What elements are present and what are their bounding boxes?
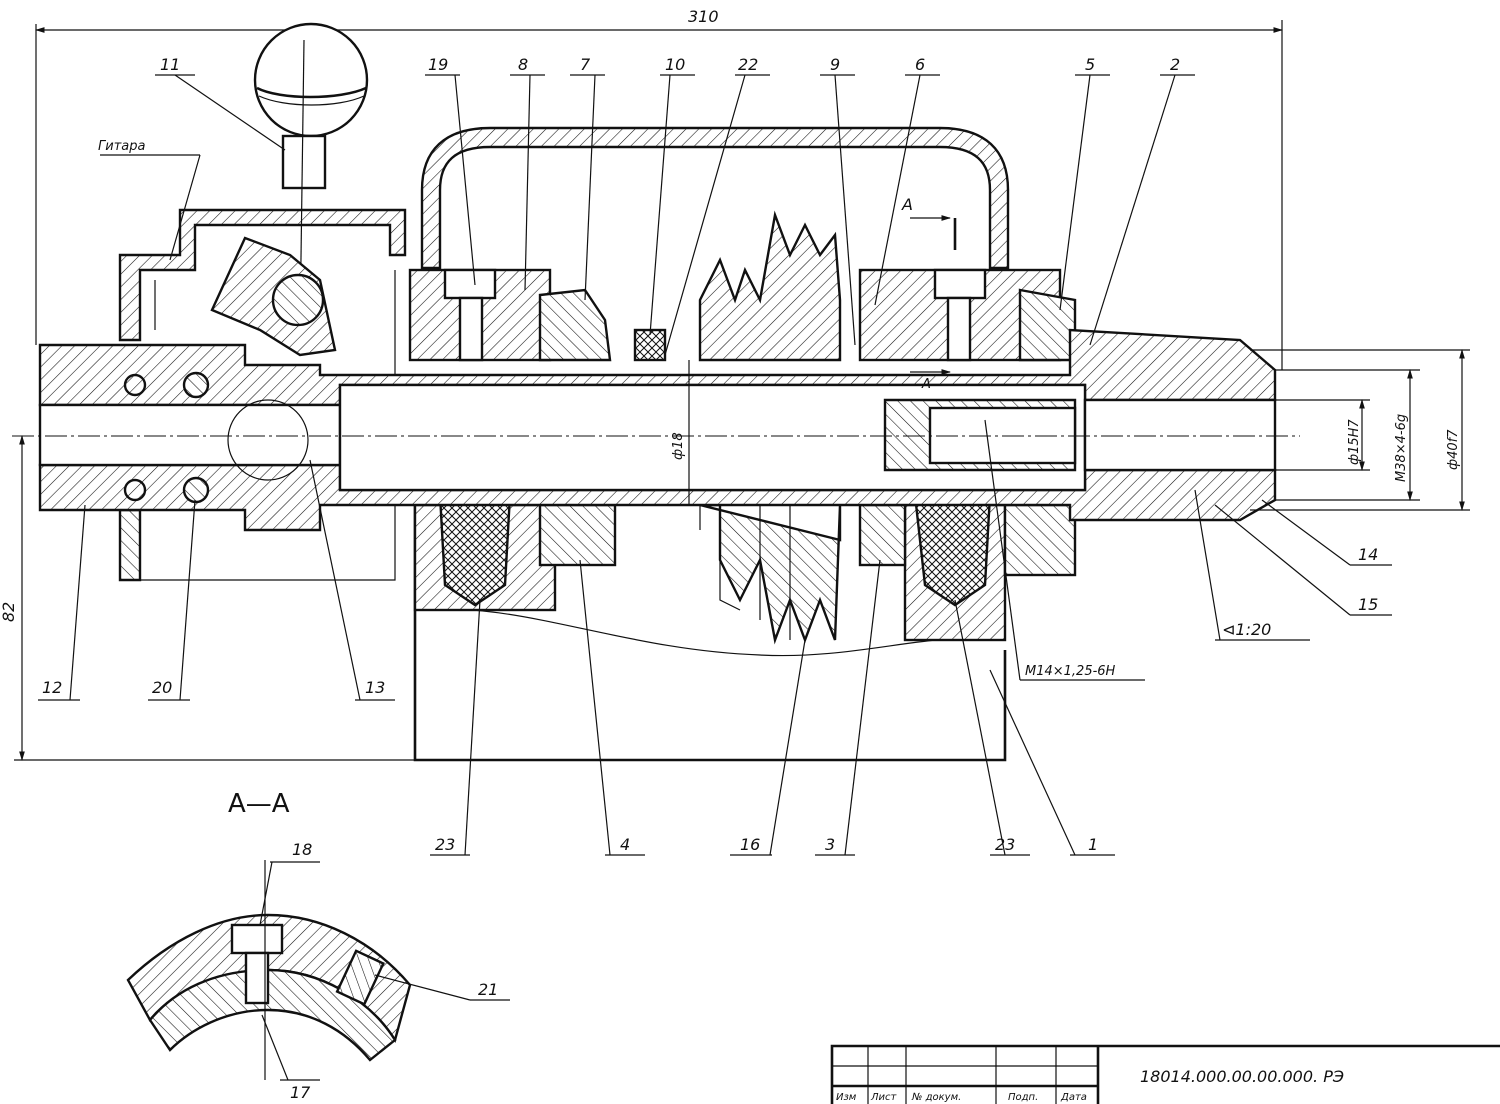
callout-22: 22: [738, 55, 758, 74]
leaders-top: [100, 74, 1195, 356]
callout-14: 14: [1358, 545, 1378, 564]
section-mark: А А: [901, 195, 957, 392]
dim-d15-label: ф15H7: [1347, 419, 1362, 465]
callout-labels: Гитара 11 19 8 7 10 22 9 6 5 2 14 15 ⊲1:…: [42, 55, 1378, 854]
dim-thread-label: M38×4-6g: [1394, 414, 1409, 482]
callout-20: 20: [152, 678, 172, 697]
callout-23-left: 23: [435, 835, 455, 854]
upper-parts: [408, 268, 1077, 362]
dimension-82: 82: [0, 435, 415, 761]
dim-82-label: 82: [0, 602, 18, 622]
pulley: [698, 210, 842, 645]
bearing-23-left: [438, 493, 512, 607]
callout-1: 1: [1088, 835, 1098, 854]
col-change: Изм: [836, 1092, 857, 1103]
document-code: 18014.000.00.00.000. РЭ: [1140, 1067, 1344, 1086]
callout-11: 11: [160, 55, 180, 74]
callout-4: 4: [620, 835, 630, 854]
section-mark-top: А: [901, 195, 913, 214]
callout-9: 9: [830, 55, 840, 74]
right-dimensions: ф15H7 M38×4-6g ф40f7: [1250, 349, 1470, 511]
callout-19: 19: [428, 55, 448, 74]
shift-handle: [210, 22, 369, 357]
callout-6: 6: [915, 55, 925, 74]
callout-15: 15: [1358, 595, 1378, 614]
callout-12: 12: [42, 678, 62, 697]
dim-thread-small-label: M14×1,25-6H: [1025, 664, 1116, 679]
callout-5: 5: [1085, 55, 1095, 74]
guitar-label: Гитара: [98, 139, 145, 154]
dim-310-label: 310: [688, 7, 719, 26]
col-sheet: Лист: [870, 1092, 898, 1103]
section-title: А—А: [228, 789, 290, 819]
col-sign: Подп.: [1008, 1092, 1038, 1103]
col-doc-no: № докум.: [911, 1092, 961, 1103]
dim-bore-label: ф18: [671, 432, 686, 460]
callout-7: 7: [580, 55, 591, 74]
leaders-bottom: [38, 419, 1392, 856]
callout-21: 21: [478, 980, 498, 999]
dimension-310: 310: [35, 7, 1283, 370]
callout-13: 13: [365, 678, 385, 697]
title-block: Изм Лист № докум. Подп. Дата 18014.000.0…: [830, 1044, 1500, 1104]
col-date: Дата: [1060, 1092, 1087, 1103]
spindle: ф18: [12, 328, 1300, 532]
section-a-a: А—А 18 21 17: [126, 789, 510, 1102]
dim-d40-label: ф40f7: [1446, 429, 1461, 470]
callout-18: 18: [292, 840, 312, 859]
callout-2: 2: [1170, 55, 1180, 74]
section-mark-bottom: А: [921, 377, 931, 392]
callout-10: 10: [665, 55, 685, 74]
belt-guard: [420, 126, 1010, 270]
housing-base: [413, 493, 1077, 762]
guitar-box: [118, 208, 407, 582]
callout-8: 8: [518, 55, 528, 74]
taper-label: ⊲1:20: [1222, 620, 1271, 639]
callout-16: 16: [740, 835, 760, 854]
callout-3: 3: [825, 835, 835, 854]
callout-23-right: 23: [995, 835, 1015, 854]
callout-17: 17: [290, 1083, 311, 1102]
